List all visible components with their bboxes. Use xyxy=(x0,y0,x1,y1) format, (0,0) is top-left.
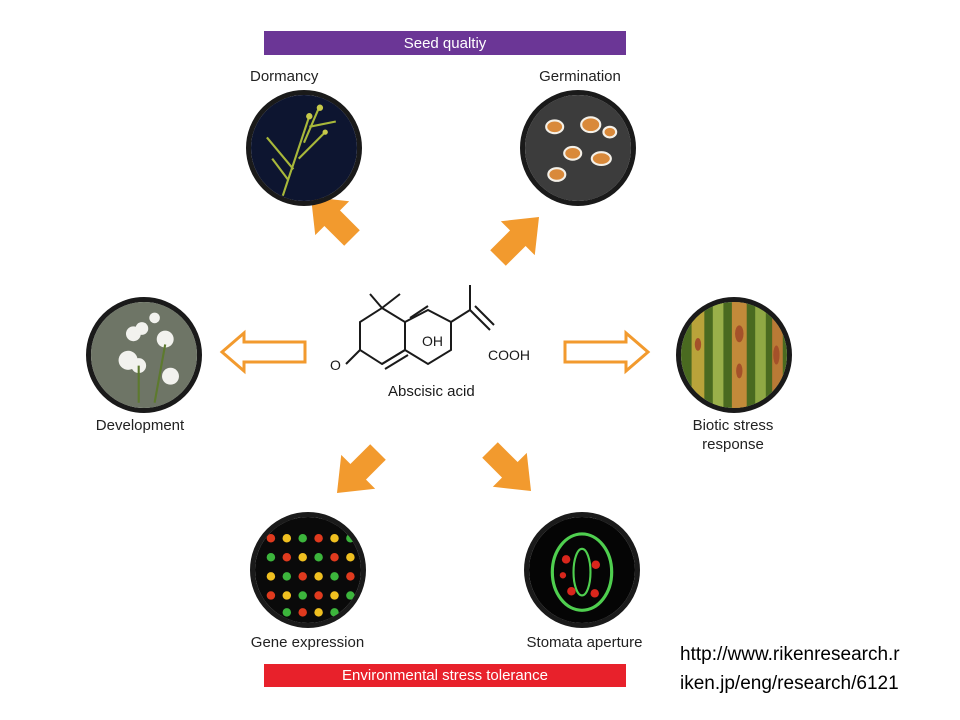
stomata-image xyxy=(524,512,640,628)
hydroxyl-label: OH xyxy=(422,333,443,349)
arrow-to-germination xyxy=(490,216,540,266)
biotic-stress-label: Biotic stress response xyxy=(668,416,798,454)
source-url[interactable]: http://www.rikenresearch.r iken.jp/eng/r… xyxy=(680,640,960,698)
molecule-bonds xyxy=(345,285,495,370)
gene-expression-label: Gene expression xyxy=(250,634,365,651)
carboxyl-label: COOH xyxy=(488,347,530,363)
biotic-stress-image xyxy=(676,297,792,413)
arrow-to-dormancy xyxy=(310,196,360,246)
microarray-illustration xyxy=(255,517,361,623)
seed-quality-banner: Seed qualtiy xyxy=(264,31,626,55)
dormancy-image xyxy=(246,90,362,206)
stomata-aperture-label: Stomata aperture xyxy=(526,634,643,651)
dormancy-plant-illustration xyxy=(251,95,357,201)
development-image xyxy=(86,297,202,413)
arrow-to-biotic-stress xyxy=(563,329,651,375)
gene-expression-image xyxy=(250,512,366,628)
stress-tolerance-title: Environmental stress tolerance xyxy=(342,667,548,684)
germination-label: Germination xyxy=(539,68,621,85)
development-flowers-illustration xyxy=(91,302,197,408)
biotic-stress-line2: response xyxy=(702,436,764,453)
arrow-to-development xyxy=(219,329,307,375)
biotic-stress-line1: Biotic stress xyxy=(692,417,774,434)
seed-quality-title: Seed qualtiy xyxy=(403,34,487,52)
development-label: Development xyxy=(95,417,185,434)
arrow-to-stomata xyxy=(482,442,532,492)
biotic-stress-leaf-illustration xyxy=(681,302,787,408)
source-url-line2: iken.jp/eng/research/6121 xyxy=(680,673,899,694)
abscisic-acid-structure: O OH COOH Abscisic acid xyxy=(330,285,530,400)
abscisic-acid-label: Abscisic acid xyxy=(388,383,475,400)
dormancy-label: Dormancy xyxy=(250,68,319,85)
stress-tolerance-banner: Environmental stress tolerance xyxy=(264,664,626,687)
source-url-line1: http://www.rikenresearch.r xyxy=(680,644,900,665)
arrow-to-gene-expression xyxy=(336,444,386,494)
germination-seeds-illustration xyxy=(525,95,631,201)
ketone-oxygen-label: O xyxy=(330,357,341,373)
stomata-illustration xyxy=(529,517,635,623)
germination-image xyxy=(520,90,636,206)
